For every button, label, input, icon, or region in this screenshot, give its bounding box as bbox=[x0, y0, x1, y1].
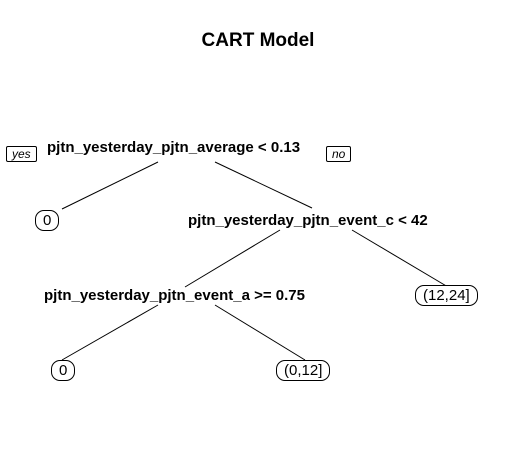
leaf-node-1: 0 bbox=[35, 210, 60, 231]
edge-s2-right bbox=[351, 229, 449, 288]
no-tag: no bbox=[326, 146, 352, 162]
leaf-node-4: (0,12] bbox=[276, 360, 331, 381]
split-node-root: pjtn_yesterday_pjtn_average < 0.13 bbox=[47, 139, 301, 156]
edge-s2-left bbox=[184, 229, 281, 288]
leaf-node-2: (12,24] bbox=[415, 285, 478, 306]
split-node-event-c: pjtn_yesterday_pjtn_event_c < 42 bbox=[188, 212, 428, 229]
edge-root-right bbox=[214, 161, 313, 209]
yes-tag: yes bbox=[6, 146, 37, 162]
edge-s3-left bbox=[61, 304, 159, 361]
edge-s3-right bbox=[214, 304, 306, 361]
edge-root-left bbox=[61, 161, 159, 210]
split-node-event-a: pjtn_yesterday_pjtn_event_a >= 0.75 bbox=[44, 287, 305, 304]
chart-title: CART Model bbox=[201, 30, 315, 51]
leaf-node-3: 0 bbox=[51, 360, 76, 381]
